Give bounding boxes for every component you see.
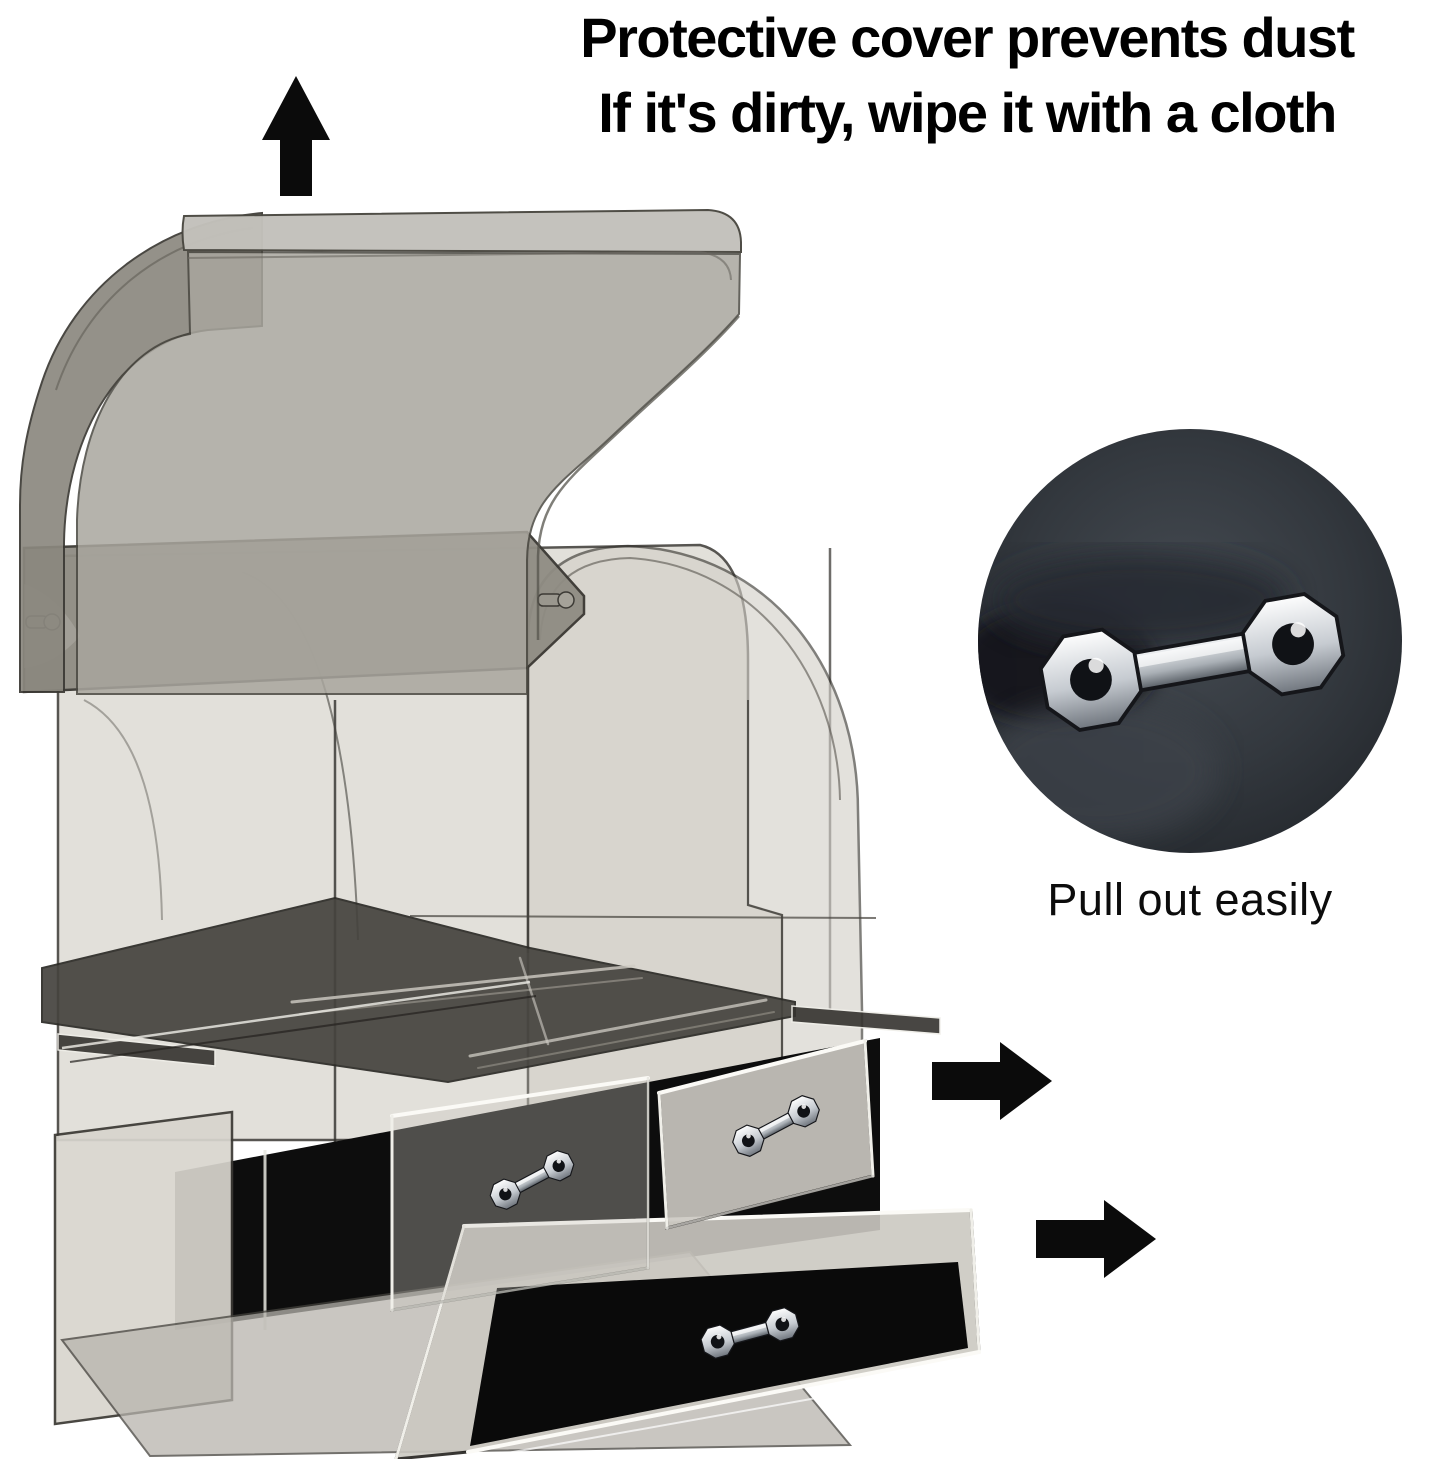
shelf-and-drawers xyxy=(41,896,986,1459)
cover-top-crease xyxy=(187,250,732,281)
drawer-a-edge-glints xyxy=(390,1076,650,1312)
drawer-b-edge-glints xyxy=(657,1039,875,1230)
headline-line2: If it's dirty, wipe it with a cloth xyxy=(598,81,1337,144)
visor-pin-right xyxy=(537,591,575,609)
cover-front-panel xyxy=(76,250,742,695)
left-wall-curve xyxy=(83,699,163,921)
back-wall-step-edge xyxy=(747,700,783,1135)
pull-out-arrow-top-icon xyxy=(932,1042,1052,1120)
pull-out-arrow-bottom-icon xyxy=(1036,1200,1156,1278)
shelf-divider-rails xyxy=(290,956,775,1069)
middle-drawer-center xyxy=(390,1076,650,1312)
handle-detail-inset xyxy=(978,429,1402,853)
cover-front-inner-curve xyxy=(536,315,740,640)
slide-rail-right xyxy=(791,1005,941,1035)
under-shelf-rails xyxy=(61,980,537,1063)
bottom-drawer-edge-glints xyxy=(394,1208,986,1459)
headline: Protective cover prevents dust If it's d… xyxy=(500,0,1434,150)
headline-line1: Protective cover prevents dust xyxy=(580,6,1355,69)
inset-caption: Pull out easily xyxy=(1047,874,1333,925)
protective-cover xyxy=(19,208,742,695)
bottom-drawer xyxy=(394,1208,986,1459)
inset-shadow-band xyxy=(990,552,1290,648)
middle-drawer-right xyxy=(657,1039,875,1230)
back-wall-bottom-edge xyxy=(409,915,877,919)
lift-up-arrow-icon xyxy=(262,76,330,196)
cover-top-panel xyxy=(181,208,742,254)
